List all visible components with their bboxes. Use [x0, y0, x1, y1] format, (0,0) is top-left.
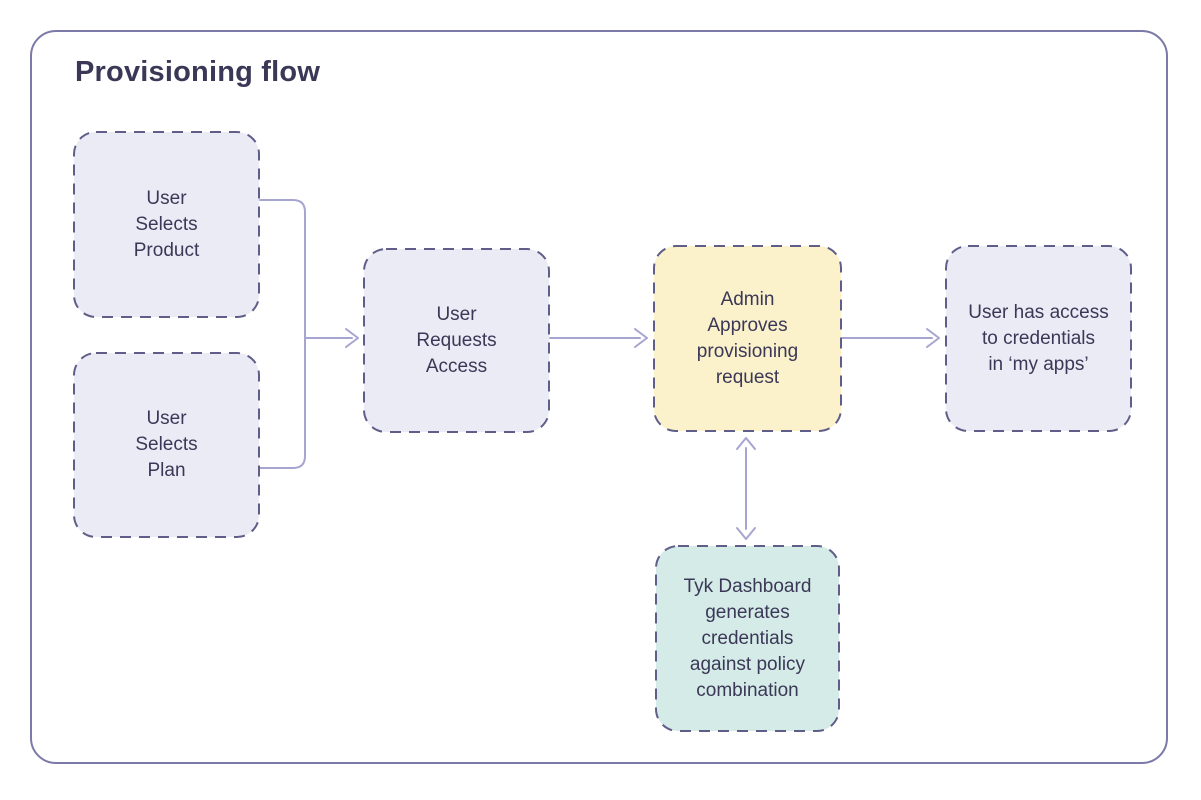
- arrowhead-up-icon: [736, 437, 756, 450]
- node-user-selects-plan-box: [73, 352, 260, 538]
- node-tyk-dashboard-box: [655, 545, 840, 732]
- arrowhead-right-icon: [926, 328, 940, 348]
- node-user-has-access-box: [945, 245, 1132, 432]
- arrowhead-down-icon: [736, 527, 756, 540]
- arrowhead-right-icon: [634, 328, 648, 348]
- node-admin-approves-box: [653, 245, 842, 432]
- connector-merge-selects-to-requests: [259, 199, 359, 469]
- connector-requests-to-admin: [549, 328, 648, 348]
- connector-admin-to-credentials: [841, 328, 940, 348]
- diagram-title: Provisioning flow: [75, 56, 321, 88]
- arrowhead-right-icon: [345, 328, 359, 348]
- diagram-frame: [30, 30, 1168, 764]
- node-user-requests-access-box: [363, 248, 550, 433]
- connector-admin-dashboard-bidirectional: [736, 437, 756, 540]
- node-user-selects-product-box: [73, 131, 260, 318]
